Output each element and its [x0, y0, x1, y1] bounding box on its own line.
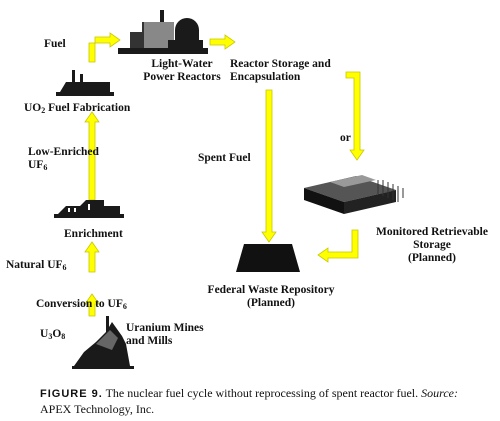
- label-fabrication-sub: 2: [41, 106, 46, 115]
- arrow-conversion-to-enrichment: [84, 241, 100, 273]
- power-reactors-icon: [118, 10, 208, 54]
- arrow-fabrication-to-reactors: [88, 32, 121, 63]
- mrs-storage-icon: [304, 175, 404, 214]
- arrow-mrs-to-repository: [317, 229, 359, 263]
- label-reactor-storage-line2: Encapsulation: [230, 71, 301, 83]
- label-low-enriched-line1: Low-Enriched: [28, 146, 99, 158]
- label-reactor-storage: Reactor Storage and Encapsulation: [230, 58, 331, 84]
- label-spent-fuel: Spent Fuel: [198, 152, 251, 164]
- label-power-reactors: Light-Water Power Reactors: [132, 58, 232, 84]
- label-mrs: Monitored Retrievable Storage (Planned): [368, 226, 496, 265]
- enrichment-icon: [54, 200, 124, 218]
- waste-repository-icon: [236, 244, 300, 272]
- fuel-fabrication-icon: [56, 70, 114, 96]
- label-fabrication-uo: UO: [24, 102, 42, 114]
- arrow-storage-to-mrs: [345, 71, 365, 161]
- label-conversion: Conversion to UF6: [36, 298, 127, 313]
- label-low-enriched-uf: UF: [28, 159, 44, 171]
- uranium-mines-icon: [72, 316, 134, 369]
- label-u3o8-sub2: 8: [61, 332, 66, 341]
- label-u3o8: U3O8: [40, 328, 65, 343]
- label-fuel-fabrication: UO2 Fuel Fabrication: [24, 102, 130, 117]
- label-conversion-sub: 6: [122, 302, 127, 311]
- arrow-mines-to-conversion: [84, 293, 100, 317]
- label-fuel: Fuel: [44, 38, 66, 50]
- label-power-reactors-line1: Light-Water: [151, 58, 213, 70]
- label-enrichment: Enrichment: [64, 228, 123, 240]
- label-u3o8-o: O: [52, 328, 62, 340]
- label-mrs-line2: Storage: [413, 239, 451, 251]
- label-low-enriched-sub: 6: [43, 163, 48, 172]
- arrow-reactors-to-storage: [209, 34, 236, 50]
- caption-source-text: APEX Technology, Inc.: [40, 402, 155, 416]
- label-waste-repository: Federal Waste Repository (Planned): [206, 284, 336, 310]
- label-mines-line1: Uranium Mines: [126, 322, 204, 334]
- label-natural-uf: Natural UF: [6, 259, 63, 271]
- label-low-enriched-line2: UF6: [28, 159, 99, 174]
- label-conversion-text: Conversion to UF: [36, 298, 123, 310]
- label-u3o8-u: U: [40, 328, 49, 340]
- label-low-enriched: Low-Enriched UF6: [28, 146, 99, 174]
- label-natural-uf6: Natural UF6: [6, 259, 67, 274]
- label-reactor-storage-line1: Reactor Storage and: [230, 58, 331, 70]
- caption-figure-label: FIGURE 9.: [40, 388, 103, 400]
- label-repository-line1: Federal Waste Repository: [207, 284, 335, 296]
- label-repository-line2: (Planned): [247, 297, 295, 309]
- label-mines-line2: and Mills: [126, 335, 173, 347]
- label-uranium-mines: Uranium Mines and Mills: [126, 322, 204, 348]
- figure-caption: FIGURE 9. The nuclear fuel cycle without…: [40, 386, 480, 417]
- label-fabrication-rest: Fuel Fabrication: [45, 102, 131, 114]
- arrow-spent-fuel-to-repository: [261, 89, 277, 243]
- label-mrs-line1: Monitored Retrievable: [376, 226, 488, 238]
- arrow-enrichment-to-fabrication: [84, 111, 100, 201]
- label-natural-sub: 6: [62, 263, 67, 272]
- caption-source-label: Source:: [421, 386, 458, 400]
- label-power-reactors-line2: Power Reactors: [143, 71, 221, 83]
- label-u3o8-sub1: 3: [48, 332, 53, 341]
- label-or: or: [340, 132, 351, 144]
- caption-text: The nuclear fuel cycle without reprocess…: [102, 386, 422, 400]
- label-mrs-line3: (Planned): [408, 252, 456, 264]
